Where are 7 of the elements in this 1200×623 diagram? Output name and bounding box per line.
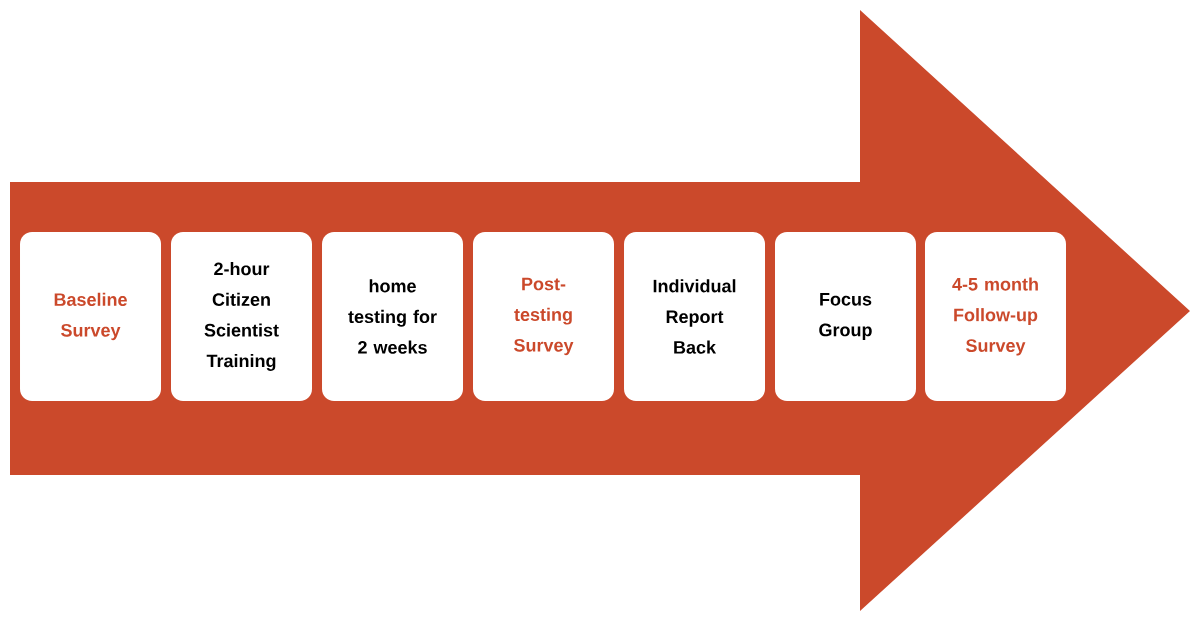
step-box: Baseline Survey xyxy=(20,232,161,401)
step-box: Focus Group xyxy=(775,232,916,401)
step-box: home testing for 2 weeks xyxy=(322,232,463,401)
step-box: 4-5 month Follow-up Survey xyxy=(925,232,1066,401)
step-box: Individual Report Back xyxy=(624,232,765,401)
step-box: Post-testing Survey xyxy=(473,232,614,401)
step-box: 2-hour Citizen Scientist Training xyxy=(171,232,312,401)
